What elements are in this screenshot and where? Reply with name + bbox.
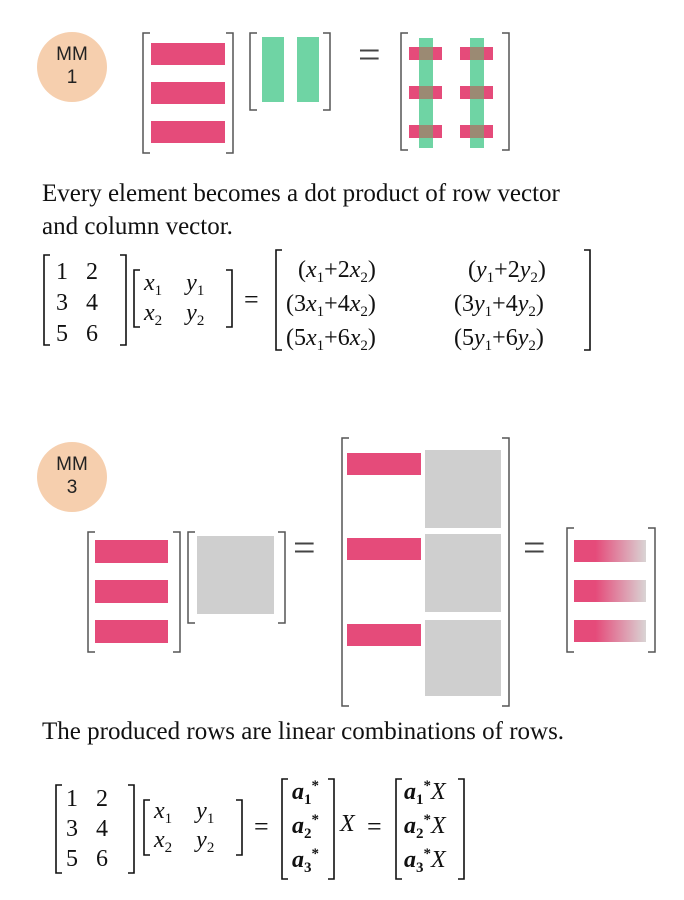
mm1-column-bar bbox=[262, 37, 284, 102]
mm3-result-row bbox=[574, 620, 646, 642]
cell: 1 bbox=[66, 786, 78, 812]
cell: 4 bbox=[86, 290, 98, 316]
mm1-result-matrix bbox=[400, 32, 510, 151]
mm1-matrix-a bbox=[142, 32, 234, 154]
mm3-equals-sign-1: = bbox=[254, 812, 269, 841]
mm1-matrix-a-values: 1 2 3 4 5 6 bbox=[56, 257, 98, 350]
mm3-x-symbol: X bbox=[340, 811, 355, 838]
mm3-badge-top: MM bbox=[56, 454, 88, 476]
mm1-badge: MM 1 bbox=[37, 32, 107, 102]
mm1-row-bar bbox=[151, 121, 225, 143]
mm3-row-bar bbox=[95, 620, 168, 643]
cell: 3 bbox=[56, 290, 68, 316]
mm1-caption-line1: Every element becomes a dot product of r… bbox=[42, 180, 560, 207]
mm1-badge-top: MM bbox=[56, 44, 88, 66]
mm3-result-row bbox=[574, 540, 646, 562]
mm1-matrix-x-values: x1 y1 x2 y2 bbox=[144, 270, 205, 329]
mm3-gray-block bbox=[425, 620, 501, 696]
mm3-badge-bottom: 3 bbox=[66, 477, 78, 498]
mm3-matrix-x-values: x1 y1 x2 y2 bbox=[154, 798, 215, 856]
mm3-gray-block bbox=[425, 534, 501, 612]
mm3-row-bar bbox=[347, 624, 421, 646]
mm3-matrix-a-values: 1 2 3 4 5 6 bbox=[66, 784, 108, 874]
mm3-row-vectors: a1* a2* a3* bbox=[292, 778, 319, 876]
mm3-row-bar bbox=[347, 453, 421, 475]
mm1-matrix-x bbox=[249, 32, 331, 111]
mm1-column-bar bbox=[297, 37, 319, 102]
mm1-result-cells bbox=[409, 38, 493, 148]
mm3-row-bar bbox=[347, 538, 421, 560]
cell: 5 bbox=[56, 321, 68, 347]
mm1-equals-sign: = bbox=[244, 285, 259, 314]
cell: 6 bbox=[96, 846, 108, 872]
mm3-row-bar bbox=[95, 580, 168, 603]
mm3-result-values: a1*X a2*X a3*X bbox=[404, 778, 446, 876]
mm1-equals: = bbox=[358, 32, 381, 77]
mm3-equals-left: = bbox=[293, 525, 316, 570]
cell: 2 bbox=[96, 786, 108, 812]
mm3-equals-right: = bbox=[523, 525, 546, 570]
mm1-equation-brackets bbox=[43, 249, 591, 351]
mm3-equation-brackets bbox=[55, 778, 465, 880]
cell: 3 bbox=[66, 816, 78, 842]
mm3-result-row bbox=[574, 580, 646, 602]
cell: 4 bbox=[96, 816, 108, 842]
cell: 2 bbox=[86, 259, 98, 285]
mm3-row-bar bbox=[95, 540, 168, 563]
cell: 6 bbox=[86, 321, 98, 347]
x-symbol: X bbox=[340, 811, 355, 837]
mm1-badge-bottom: 1 bbox=[66, 67, 78, 88]
mm3-badge: MM 3 bbox=[37, 442, 107, 512]
mm1-row-bar bbox=[151, 43, 225, 65]
cell: 1 bbox=[56, 259, 68, 285]
cell: 5 bbox=[66, 846, 78, 872]
mm1-result-values: (x1+2x2)(y1+2y2) (3x1+4x2)(3y1+4y2) (5x1… bbox=[286, 257, 546, 354]
mm3-gray-block bbox=[197, 536, 274, 614]
mm3-caption: The produced rows are linear combination… bbox=[42, 718, 565, 745]
mm1-row-bar bbox=[151, 82, 225, 104]
mm1-caption-line2: and column vector. bbox=[42, 213, 233, 240]
mm3-gray-block bbox=[425, 450, 501, 528]
mm3-equals-sign-2: = bbox=[367, 812, 382, 841]
mm1-block-diagram: = bbox=[142, 32, 510, 154]
mm3-block-diagram: = = bbox=[87, 437, 656, 707]
